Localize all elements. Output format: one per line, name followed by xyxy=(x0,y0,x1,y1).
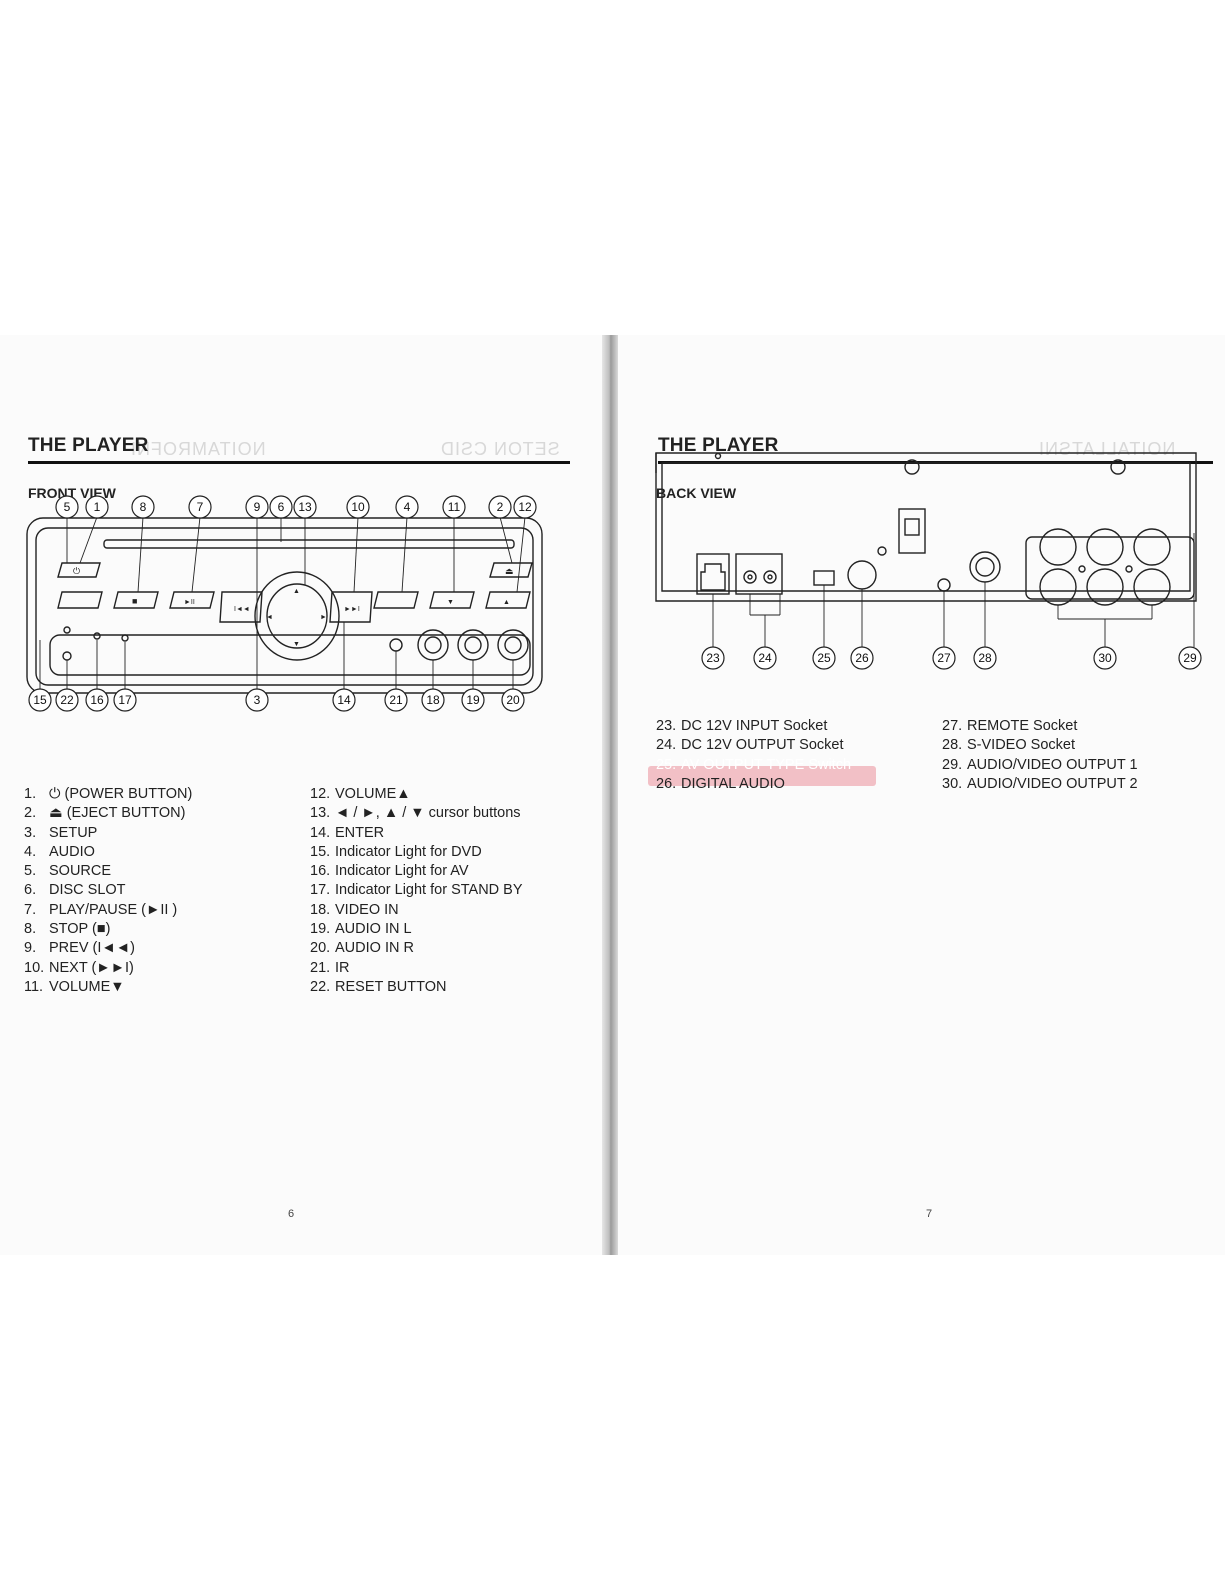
legend-item-27: 27.REMOTE Socket xyxy=(942,718,1078,734)
page-number: 7 xyxy=(926,1208,933,1220)
legend-item-28: 28.S-VIDEO Socket xyxy=(942,737,1075,754)
front-legend-col2: 12.VOLUME▲ 13.◄ / ►, ▲ / ▼ cursor button… xyxy=(310,785,523,997)
svg-text:■: ■ xyxy=(132,596,137,606)
callout-11: 11 xyxy=(448,500,461,514)
svg-text:►►I: ►►I xyxy=(344,606,360,613)
callout-25: 25 xyxy=(817,651,831,665)
legend-item-9: 9.PREV (I◄◄) xyxy=(24,940,135,957)
callout-9: 9 xyxy=(254,500,261,514)
legend-item-25: 25.AV OUTPUT TYPE Switch xyxy=(656,756,852,773)
callout-10: 10 xyxy=(351,500,365,514)
svg-text:I◄◄: I◄◄ xyxy=(234,606,250,613)
svg-text:◄: ◄ xyxy=(266,614,273,621)
bleedthrough-text-left: NOITAMROFNI xyxy=(130,439,266,459)
legend-item-22: 22.RESET BUTTON xyxy=(310,978,447,995)
legend-item-6: 6.DISC SLOT xyxy=(24,882,126,899)
callout-7: 7 xyxy=(197,500,204,514)
callout-15: 15 xyxy=(33,693,47,707)
back-view-diagram: 23 24 25 26 27 28 30 29 xyxy=(655,452,1202,670)
title-rule xyxy=(28,461,570,464)
callout-6: 6 xyxy=(278,500,285,514)
callout-24: 24 xyxy=(758,651,772,665)
callout-14: 14 xyxy=(337,693,351,707)
svg-text:►: ► xyxy=(320,614,327,621)
callout-4: 4 xyxy=(404,500,411,514)
bleedthrough-text-right: SETON CSID xyxy=(440,439,560,459)
svg-text:▼: ▼ xyxy=(447,599,454,606)
legend-item-29: 29.AUDIO/VIDEO OUTPUT 1 xyxy=(942,756,1138,773)
svg-text:►II: ►II xyxy=(184,599,195,606)
callout-19: 19 xyxy=(466,693,480,707)
legend-item-4: 4.AUDIO xyxy=(24,843,95,860)
callout-2: 2 xyxy=(497,500,504,514)
callout-30: 30 xyxy=(1098,651,1112,665)
legend-item-1: 1.⏻ (POWER BUTTON) xyxy=(24,786,193,802)
callout-21: 21 xyxy=(389,693,403,707)
callout-29: 29 xyxy=(1183,651,1197,665)
callout-8: 8 xyxy=(140,500,147,514)
legend-item-23: 23.DC 12V INPUT Socket xyxy=(656,718,828,734)
callout-20: 20 xyxy=(506,693,520,707)
callout-27: 27 xyxy=(937,651,951,665)
callout-12: 12 xyxy=(518,500,532,514)
callout-5: 5 xyxy=(64,500,71,514)
svg-text:⏏: ⏏ xyxy=(505,566,514,576)
legend-item-16: 16.Indicator Light for AV xyxy=(310,863,469,880)
svg-text:⏻: ⏻ xyxy=(73,566,80,576)
legend-item-30: 30.AUDIO/VIDEO OUTPUT 2 xyxy=(942,775,1138,792)
legend-item-17: 17.Indicator Light for STAND BY xyxy=(310,882,523,899)
legend-item-14: 14.ENTER xyxy=(310,824,385,841)
legend-item-11: 11.VOLUME▼ xyxy=(24,978,125,995)
left-page: NOITAMROFNI SETON CSID THE PLAYER FRONT … xyxy=(0,335,602,1255)
legend-item-12: 12.VOLUME▲ xyxy=(310,786,411,802)
back-legend-col1: 23.DC 12V INPUT Socket 24.DC 12V OUTPUT … xyxy=(656,717,851,794)
callout-17: 17 xyxy=(118,693,132,707)
legend-item-13: 13.◄ / ►, ▲ / ▼ cursor buttons xyxy=(310,805,521,822)
legend-item-8: 8.STOP (■) xyxy=(24,921,111,938)
callout-26: 26 xyxy=(855,651,869,665)
callout-18: 18 xyxy=(426,693,440,707)
svg-text:▼: ▼ xyxy=(293,641,300,648)
callout-28: 28 xyxy=(978,651,992,665)
page-number: 6 xyxy=(288,1208,295,1220)
page-title: THE PLAYER xyxy=(658,435,779,456)
callout-13: 13 xyxy=(298,500,312,514)
callout-3: 3 xyxy=(254,693,261,707)
section-subtitle: BACK VIEW xyxy=(656,485,737,501)
front-view-diagram: ⏻ ⏏ ■ ►II I◄◄ ►►I ▼ ▲ ▲ ▼ ◄ ► xyxy=(26,495,543,712)
callout-1: 1 xyxy=(94,500,101,514)
legend-item-3: 3.SETUP xyxy=(24,824,98,841)
legend-item-24: 24.DC 12V OUTPUT Socket xyxy=(656,737,844,754)
legend-item-19: 19.AUDIO IN L xyxy=(310,921,412,938)
callout-16: 16 xyxy=(90,693,104,707)
legend-item-10: 10.NEXT (►►I) xyxy=(24,959,134,976)
legend-item-5: 5.SOURCE xyxy=(24,863,112,880)
page-title: THE PLAYER xyxy=(28,435,149,456)
item-25-highlight xyxy=(648,766,876,786)
legend-item-18: 18.VIDEO IN xyxy=(310,901,399,918)
legend-item-15: 15.Indicator Light for DVD xyxy=(310,843,482,860)
legend-item-20: 20.AUDIO IN R xyxy=(310,940,414,957)
svg-text:▲: ▲ xyxy=(293,588,300,595)
book-spine xyxy=(602,335,618,1255)
legend-item-2: 2.⏏ (EJECT BUTTON) xyxy=(24,805,186,822)
back-legend-col2: 27.REMOTE Socket 28.S-VIDEO Socket 29.AU… xyxy=(942,717,1138,794)
legend-item-7: 7.PLAY/PAUSE (►II ) xyxy=(24,901,178,918)
svg-text:▲: ▲ xyxy=(503,599,510,606)
callout-23: 23 xyxy=(706,651,720,665)
front-legend-col1: 1.⏻ (POWER BUTTON) 2.⏏ (EJECT BUTTON) 3.… xyxy=(24,785,192,997)
legend-item-26: 26.DIGITAL AUDIO xyxy=(656,775,785,792)
callout-22: 22 xyxy=(60,693,74,707)
legend-item-21: 21.IR xyxy=(310,959,350,976)
right-page: NOITALLATSNI THE PLAYER BACK VIEW xyxy=(618,335,1225,1255)
